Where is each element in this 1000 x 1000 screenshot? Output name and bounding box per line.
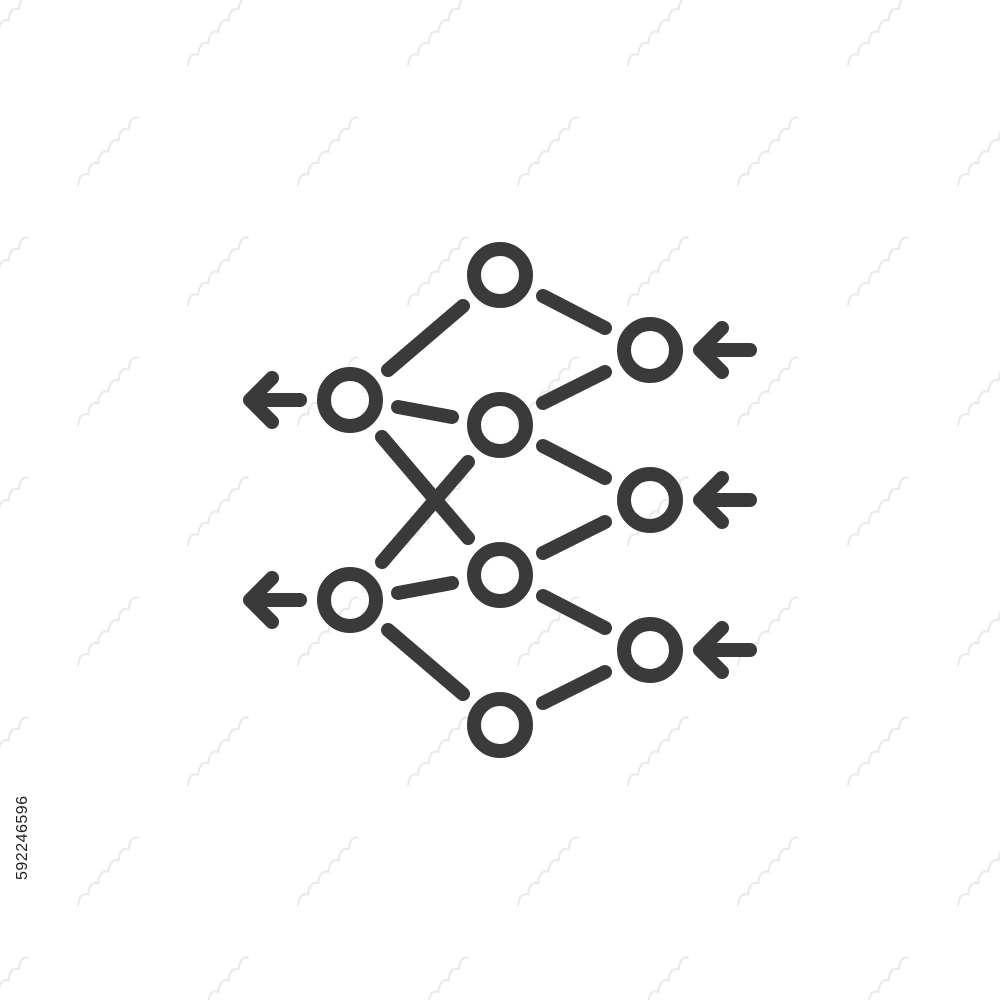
connection-line xyxy=(536,439,612,485)
connection-line xyxy=(536,589,612,635)
stock-image-id: 592246596 xyxy=(14,795,31,880)
node-circle xyxy=(617,617,683,683)
node-circle xyxy=(317,367,383,433)
arrow-left-icon xyxy=(243,371,307,429)
arrow-left-icon xyxy=(693,321,757,379)
node-circle xyxy=(467,542,533,608)
connection-line xyxy=(536,365,612,410)
arrow-left-icon xyxy=(243,571,307,629)
node-circle xyxy=(467,392,533,458)
connection-line xyxy=(536,665,612,710)
connection-line xyxy=(391,400,459,424)
connection-line xyxy=(381,623,470,701)
connection-line xyxy=(375,430,475,545)
arrow-left-icon xyxy=(693,471,757,529)
node-circle xyxy=(467,242,533,308)
arrow-left-icon xyxy=(693,621,757,679)
connection-line xyxy=(536,289,612,335)
node-circle xyxy=(467,692,533,758)
node-circle xyxy=(317,567,383,633)
node-circle xyxy=(617,317,683,383)
node-circle xyxy=(617,467,683,533)
connection-line xyxy=(381,299,470,377)
connection-line xyxy=(536,515,612,560)
connection-line xyxy=(391,576,459,600)
connection-line xyxy=(375,455,475,569)
